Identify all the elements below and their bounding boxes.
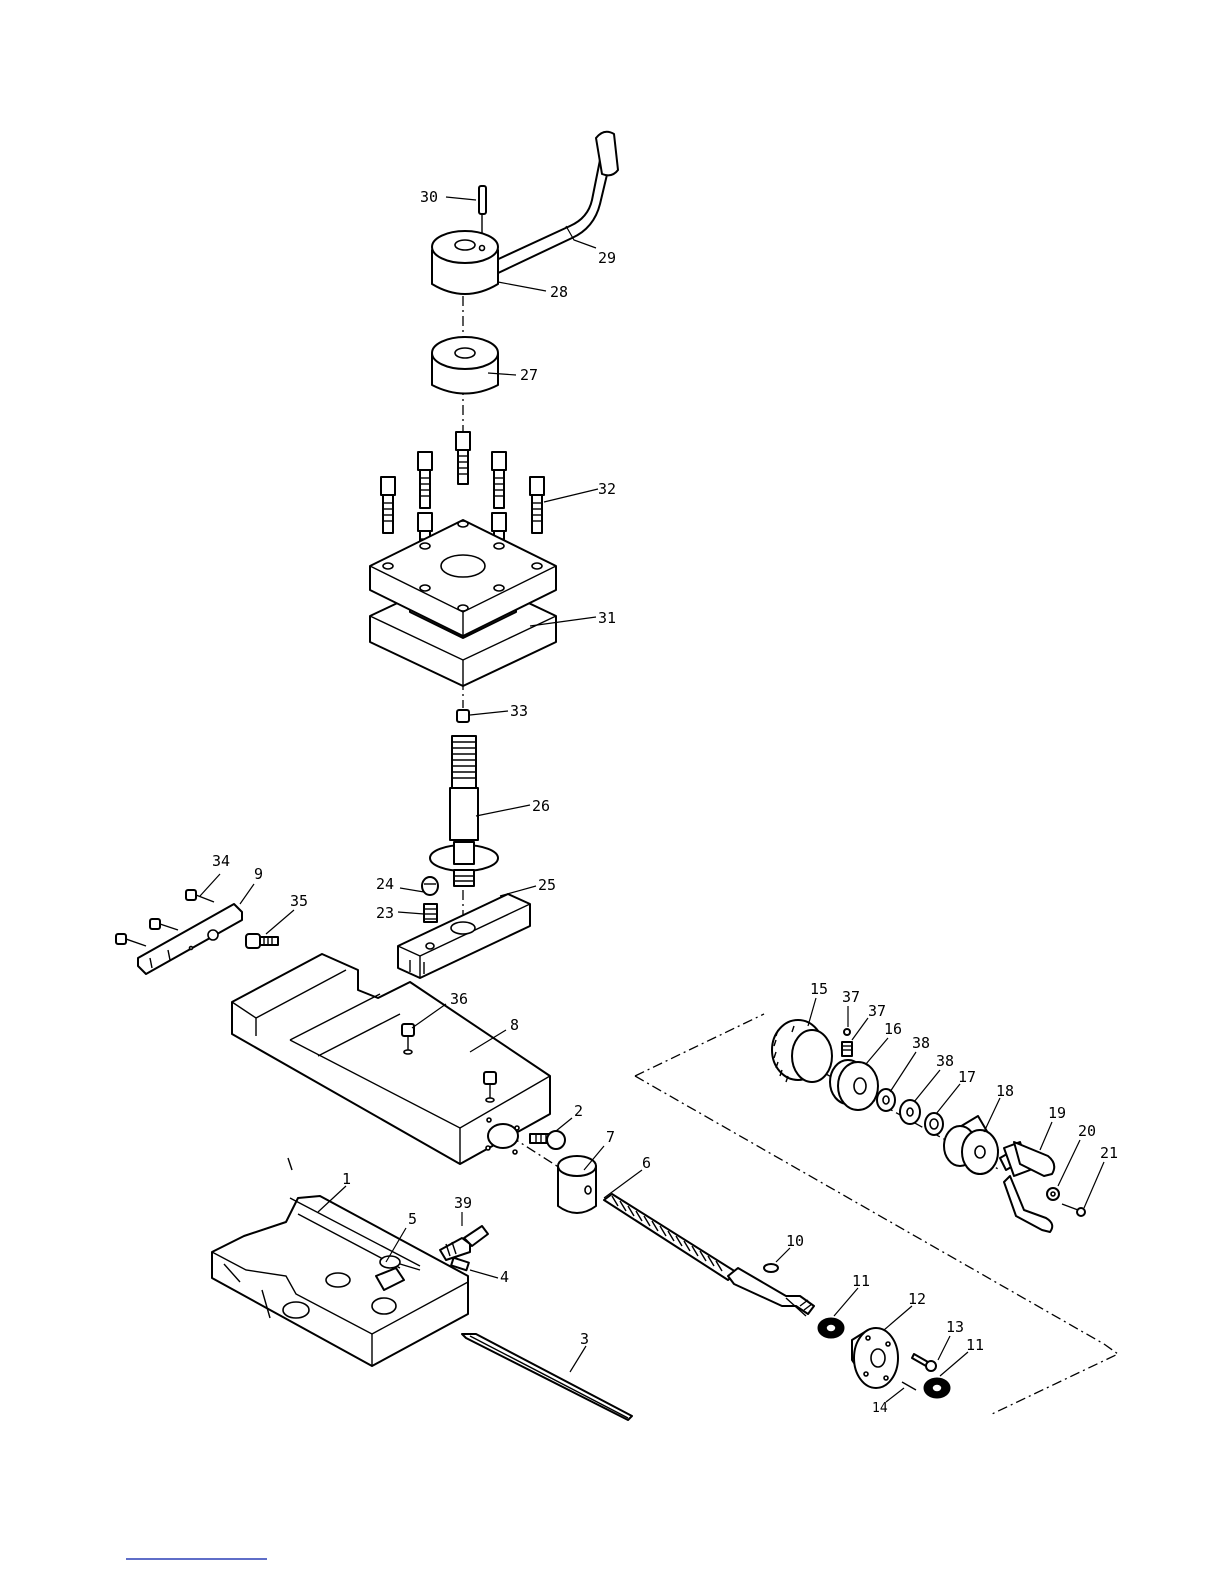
handwheel-hub-18: [944, 1116, 998, 1174]
callout-15: 15: [810, 980, 828, 998]
plug-31: [457, 710, 469, 722]
spring-35: [842, 1042, 852, 1056]
callout-3: 3: [580, 1330, 589, 1348]
adjust-screw-33: [246, 934, 278, 948]
callout-27: 29: [598, 249, 616, 267]
saddle-1: [212, 1196, 468, 1366]
callout-12: 12: [908, 1290, 926, 1308]
callout-23: 25: [538, 876, 556, 894]
lever-hub-26: [432, 231, 498, 294]
callout-14: 14: [872, 1401, 888, 1416]
callout-4: 4: [500, 1268, 509, 1286]
callout-34: 36: [450, 990, 468, 1008]
callout-37a: 38: [912, 1034, 930, 1052]
nut-37a: [877, 1089, 895, 1111]
callout-16: 16: [884, 1020, 902, 1038]
callout-10: 10: [786, 1232, 804, 1250]
callout-33: 35: [290, 892, 308, 910]
spacer-25: [432, 337, 498, 394]
callout-36: 37: [842, 988, 860, 1006]
callout-1: 1: [342, 1170, 351, 1188]
callout-13: 13: [946, 1318, 964, 1336]
callout-6: 6: [642, 1154, 651, 1172]
spring-21: [424, 904, 437, 922]
plunger-22: [422, 877, 438, 895]
nut-block-7: [558, 1156, 596, 1213]
callout-39: 39: [454, 1194, 472, 1212]
callout-29: 31: [598, 609, 616, 627]
cross-slide-8: [232, 954, 550, 1170]
tool-post-29: [370, 520, 556, 686]
callout-20: 20: [1078, 1122, 1096, 1140]
callout-37b: 38: [936, 1052, 954, 1070]
callout-17: 17: [958, 1068, 976, 1086]
ball-36: [844, 1029, 850, 1035]
key-10: [764, 1264, 778, 1272]
callout-32: 34: [212, 852, 230, 870]
callout-2: 2: [574, 1102, 583, 1120]
gib-strip-9: [138, 904, 242, 974]
callout-22: 24: [376, 875, 394, 893]
callout-30: 32: [598, 480, 616, 498]
callout-11b: 11: [966, 1336, 984, 1354]
callout-38: 21: [1100, 1144, 1118, 1162]
callout-35: 37: [868, 1002, 886, 1020]
lock-lever-39: [440, 1226, 488, 1260]
callout-18: 18: [996, 1082, 1014, 1100]
crank-handle-19: [1000, 1142, 1054, 1232]
bracket-12: [852, 1328, 898, 1388]
screw-38: [1062, 1204, 1085, 1216]
callout-24: 26: [532, 797, 550, 815]
callout-8: 8: [510, 1016, 519, 1034]
callout-21: 23: [376, 904, 394, 922]
callout-11a: 11: [852, 1272, 870, 1290]
stud-24: [430, 736, 498, 886]
callout-28: 30: [420, 188, 438, 206]
callout-7: 7: [606, 1128, 615, 1146]
gib-3: [462, 1334, 632, 1420]
callout-31: 33: [510, 702, 528, 720]
callout-9: 9: [254, 865, 263, 883]
callout-26: 28: [550, 283, 568, 301]
washer-20: [1047, 1188, 1059, 1200]
compound-slide-23: [398, 894, 530, 978]
dial-hub-16: [830, 1060, 878, 1110]
washer-11a: [818, 1318, 844, 1338]
callout-19: 19: [1048, 1104, 1066, 1122]
dial-ring-15: [772, 1020, 832, 1082]
screw-13: [912, 1354, 936, 1371]
washer-17: [925, 1113, 943, 1135]
screw-2: [530, 1131, 565, 1149]
callout-25: 27: [520, 366, 538, 384]
nut-37b: [900, 1100, 920, 1124]
washer-11b: [924, 1378, 950, 1398]
callout-5: 5: [408, 1210, 417, 1228]
pin-14: [902, 1382, 916, 1390]
